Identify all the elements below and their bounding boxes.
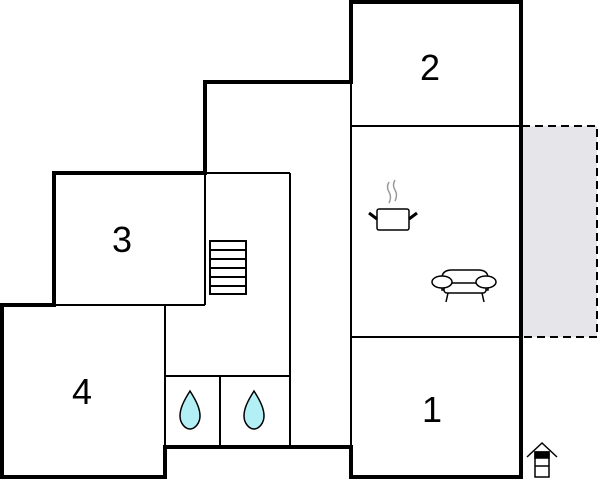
water-drop-icon (179, 389, 201, 430)
room-label-4: 4 (71, 371, 93, 412)
cooking-pot-icon (368, 179, 418, 231)
terrace (521, 125, 598, 338)
armchair-icon (431, 269, 497, 303)
room-label-2: 2 (419, 47, 441, 88)
entrance-icon (526, 441, 558, 478)
water-drop-icon (243, 389, 265, 430)
outer-walls (0, 0, 523, 479)
room-label-3: 3 (111, 219, 133, 260)
room-label-1: 1 (421, 389, 443, 430)
stairs-icon (209, 240, 247, 295)
interior-walls (54, 82, 521, 447)
